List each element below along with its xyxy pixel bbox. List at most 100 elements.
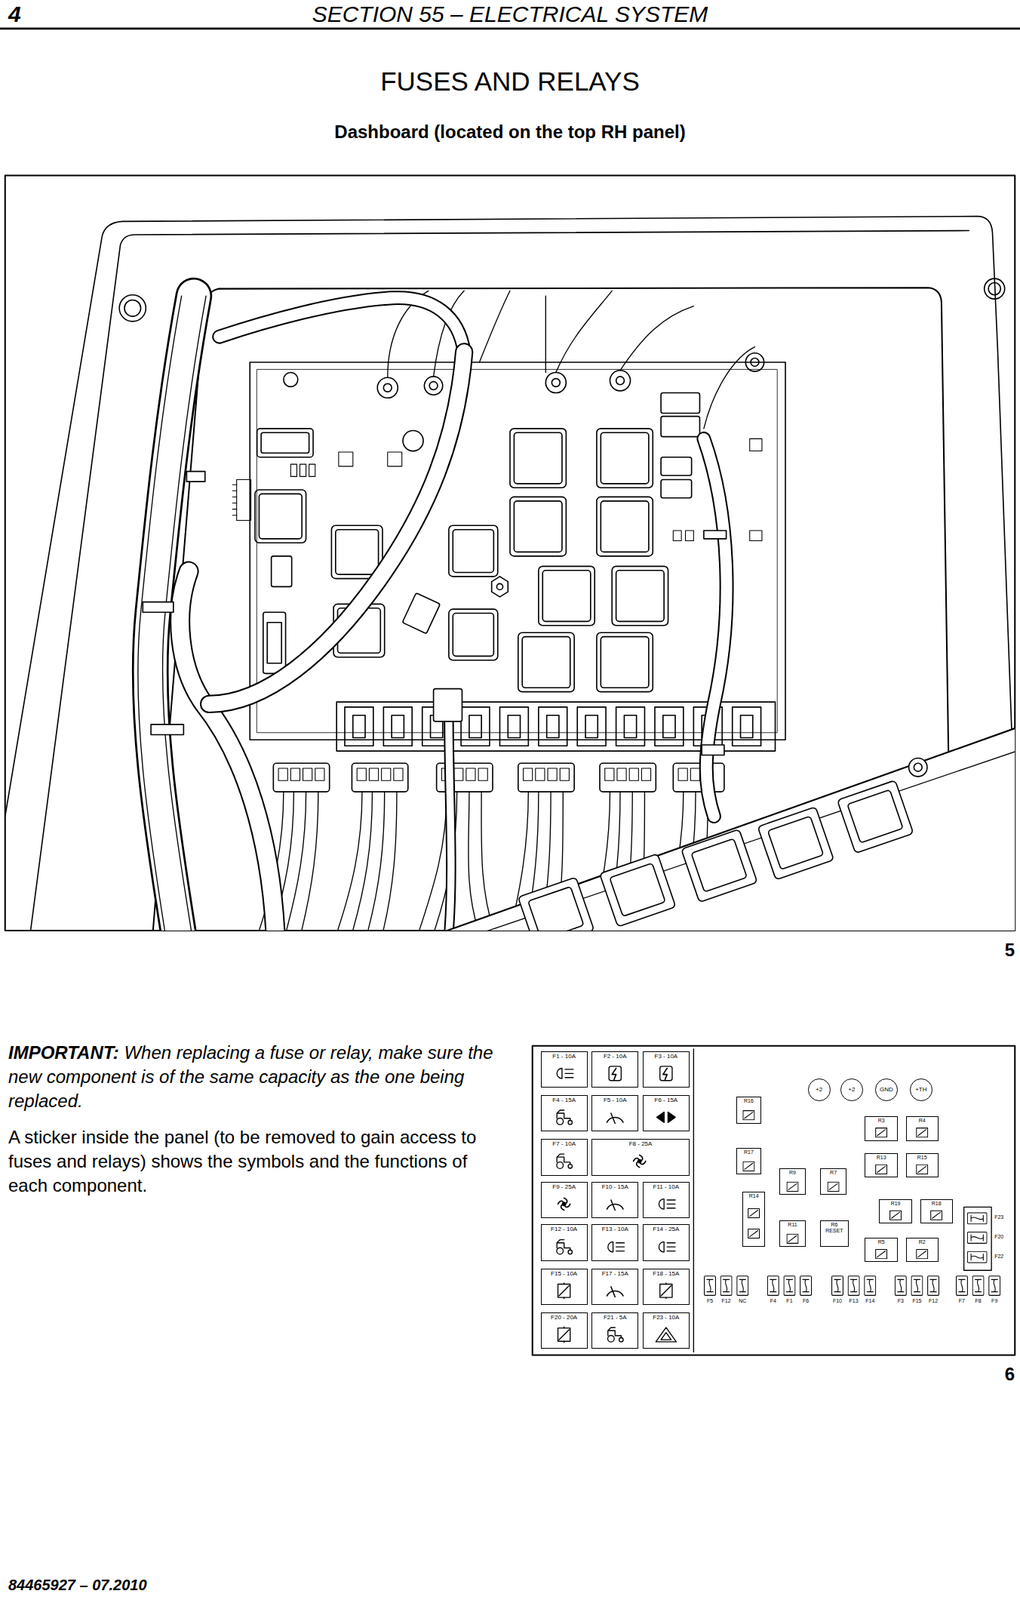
relay-box: R15 xyxy=(906,1152,939,1177)
relay-box: R17 xyxy=(736,1147,761,1174)
terminal xyxy=(377,370,630,399)
node-text: R16 xyxy=(743,1097,754,1104)
fuse-cell: F1 - 10A xyxy=(540,1050,588,1088)
fuse-position-label: F10 xyxy=(832,1297,842,1305)
relay-box: R2 xyxy=(906,1237,939,1262)
node-text: R4 xyxy=(918,1117,926,1124)
node-text: R13 xyxy=(876,1154,887,1161)
fuse-cell: F14 - 25A xyxy=(642,1223,690,1261)
relay-box: R19 xyxy=(878,1198,912,1223)
node-text: F23 - 10A xyxy=(652,1313,679,1321)
fuse-position-label: NC xyxy=(738,1297,747,1305)
terminal-circle: +2 xyxy=(808,1078,831,1101)
fuse-cell: F15 - 10A xyxy=(540,1268,588,1306)
fuse-position-label: F4 xyxy=(770,1297,777,1305)
fuse-position-label: F3 xyxy=(897,1297,904,1305)
node-text: F14 - 25A xyxy=(652,1225,679,1232)
fuse-position-label: F14 xyxy=(865,1297,875,1305)
nut xyxy=(491,576,509,597)
node-text: R11 xyxy=(787,1221,797,1228)
node-text: F12 - 10A xyxy=(550,1225,578,1232)
screw xyxy=(124,299,142,317)
fuse-position-label: F6 xyxy=(802,1297,809,1305)
terminal-circle: +2 xyxy=(840,1078,864,1101)
node-text: R5 xyxy=(878,1238,885,1245)
node-text: F9 - 25A xyxy=(552,1182,576,1190)
node-text: F6 - 15A xyxy=(654,1096,679,1103)
fuse-panel-drawing xyxy=(5,216,1015,931)
circuit-board xyxy=(249,362,786,740)
relay-box: R16 xyxy=(736,1096,761,1123)
node-text: F15 - 10A xyxy=(550,1269,578,1277)
relay-symbol xyxy=(743,1110,943,1259)
node-text: F5 - 10A xyxy=(603,1096,627,1103)
fuse-cell: F18 - 15A xyxy=(642,1268,690,1306)
relay-box: R11 xyxy=(779,1219,806,1247)
document-code: 84465927 – 07.2010 xyxy=(8,1575,148,1595)
screw xyxy=(984,278,1005,299)
fuse-cell: F2 - 10A xyxy=(591,1050,639,1088)
fuse-cell: F12 - 10A xyxy=(540,1223,588,1261)
relay-box: R18 xyxy=(920,1198,953,1223)
page-title: FUSES AND RELAYS xyxy=(0,64,1020,99)
relay-box: R6RESET xyxy=(820,1219,849,1247)
screw xyxy=(745,353,764,372)
relay-box: R13 xyxy=(864,1152,898,1177)
circuit-board xyxy=(257,368,778,732)
fuse-cell: F11 - 10A xyxy=(642,1181,690,1219)
wire-connector xyxy=(273,762,725,792)
header-rule xyxy=(0,27,1020,31)
fuse-cell: F21 - 5A xyxy=(591,1311,639,1349)
node-text: F17 - 15A xyxy=(602,1269,629,1277)
node-text: +TH xyxy=(915,1085,927,1093)
fuse-position-label: F1 xyxy=(786,1297,793,1305)
terminal-circle: GND xyxy=(875,1078,898,1101)
node-text: R2 xyxy=(918,1238,926,1245)
panel-opening xyxy=(219,287,950,760)
node-text: F11 - 10A xyxy=(653,1182,680,1190)
node-text: R9 xyxy=(789,1169,796,1176)
note-keyword: IMPORTANT: xyxy=(8,1041,120,1063)
node-text: F3 - 10A xyxy=(654,1052,679,1060)
node-text: R6 xyxy=(830,1221,838,1228)
relay-box: R14 xyxy=(742,1191,765,1247)
figure-number: 6 xyxy=(1004,1362,1015,1386)
fuse-cell: F3 - 10A xyxy=(642,1050,690,1088)
fuse-glyph xyxy=(704,1275,1001,1296)
node-text: F10 - 15A xyxy=(602,1182,629,1190)
node-text: F18 - 15A xyxy=(652,1269,679,1277)
fuse-position-label: F12 xyxy=(928,1297,938,1305)
node-text: F20 - 20A xyxy=(550,1313,578,1321)
page-number: 4 xyxy=(8,0,22,29)
node-text: R14 xyxy=(749,1192,759,1199)
node-text: F2 - 10A xyxy=(603,1052,627,1060)
fuse-position-label: F15 xyxy=(912,1297,922,1305)
figure-subtitle: Dashboard (located on the top RH panel) xyxy=(0,120,1020,144)
node-text: R15 xyxy=(917,1154,928,1161)
figure-number: 5 xyxy=(1004,938,1015,962)
node-text: GND xyxy=(879,1085,894,1093)
node-text: F7 - 10A xyxy=(552,1139,576,1147)
body-paragraph: A sticker inside the panel (to be remove… xyxy=(8,1124,495,1198)
node-text: F1 - 10A xyxy=(552,1052,576,1060)
node-text: +2 xyxy=(847,1085,855,1093)
node-text: R3 xyxy=(878,1117,885,1124)
fuse-cell: F6 - 15A xyxy=(642,1094,690,1132)
board-hole xyxy=(402,430,424,452)
node-text: F13 - 10A xyxy=(602,1225,629,1232)
relay-box: R9 xyxy=(779,1167,806,1195)
node-text: RESET xyxy=(825,1227,843,1234)
fuse-cell: F9 - 25A xyxy=(540,1181,588,1219)
fuse-position-label: F12 xyxy=(721,1297,732,1305)
fuse-cell: F13 - 10A xyxy=(591,1223,639,1261)
fuse-cell: F7 - 10A xyxy=(540,1138,588,1176)
wire xyxy=(258,290,755,931)
node-text: +2 xyxy=(815,1085,823,1093)
fuse-holder xyxy=(964,1206,993,1270)
fuse-cell: F8 - 25A xyxy=(591,1138,690,1176)
node-text: R19 xyxy=(890,1200,901,1207)
node-text: R17 xyxy=(743,1149,754,1156)
node-text: F4 - 15A xyxy=(552,1096,576,1103)
